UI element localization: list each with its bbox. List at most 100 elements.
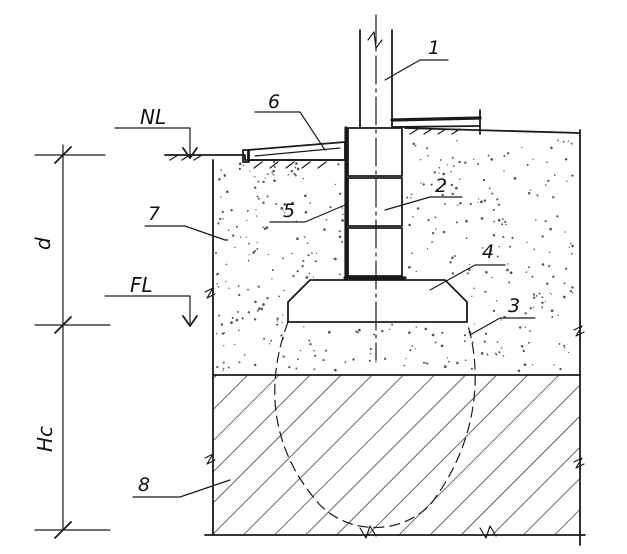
backfill-dot [391, 323, 394, 326]
backfill-dot [517, 369, 521, 373]
backfill-dot [533, 296, 536, 299]
backfill-dot [257, 285, 260, 288]
backfill-dot [223, 174, 226, 177]
backfill-dot [529, 189, 532, 192]
backfill-dot [483, 199, 487, 202]
backfill-dot [536, 194, 539, 197]
backfill-dot [541, 296, 544, 299]
backfill-dot [383, 357, 387, 360]
backfill-dot [431, 241, 433, 243]
backfill-dot [313, 349, 315, 352]
backfill-dot [566, 180, 568, 182]
backfill-dot [260, 307, 264, 311]
backfill-dot [242, 164, 245, 167]
backfill-dot [427, 219, 430, 222]
backfill-dot [220, 323, 224, 326]
callout-1-label: 1 [428, 37, 440, 59]
backfill-dot [280, 206, 284, 210]
backfill-dot [485, 270, 488, 274]
backfill-dot [559, 367, 562, 371]
backfill-dot [571, 244, 574, 248]
footing-pad [287, 279, 468, 323]
backfill-dot [236, 311, 239, 313]
nl-marker: NL [114, 105, 198, 159]
backfill-dot [218, 177, 221, 181]
backfill-dot [311, 252, 313, 254]
backfill-dot [264, 177, 266, 179]
backfill-dot [266, 195, 269, 198]
backfill-dot [471, 295, 473, 297]
backfill-dot [246, 209, 249, 212]
backfill-dot [281, 314, 284, 316]
backfill-dot [541, 235, 544, 238]
backfill-dot [484, 290, 487, 293]
backfill-dot [459, 202, 462, 205]
backfill-dot [486, 353, 489, 356]
backfill-dot [282, 355, 285, 358]
callout-3-label: 3 [508, 295, 520, 317]
backfill-dot [341, 207, 343, 209]
backfill-dot [556, 215, 559, 218]
backfill-dot [524, 312, 527, 315]
backfill-dot [301, 264, 304, 268]
callout-4-label: 4 [482, 241, 494, 263]
backfill-dot [464, 359, 467, 362]
backfill-dot [484, 332, 488, 335]
backfill-dot [506, 268, 509, 272]
backfill-dot [339, 273, 341, 276]
backfill-dot [568, 246, 570, 248]
backfill-dot [247, 288, 249, 291]
backfill-dot [314, 260, 317, 263]
backfill-dot [276, 317, 279, 320]
backfill-dot [225, 238, 228, 242]
floor-slab [390, 109, 482, 135]
backfill-dot [529, 330, 532, 332]
backfill-dot [414, 348, 416, 350]
backfill-dot [526, 163, 529, 166]
backfill-dot [338, 235, 342, 239]
backfill-dot [492, 309, 496, 313]
backfill-dot [267, 253, 270, 256]
backfill-dot [440, 344, 444, 348]
backfill-dot [419, 158, 422, 161]
backfill-dot [342, 213, 344, 216]
backfill-dot [532, 293, 536, 296]
backfill-dot [571, 286, 574, 289]
backfill-dot [241, 317, 244, 320]
callout-2-label: 2 [435, 175, 447, 197]
backfill-dot [473, 287, 475, 290]
backfill-dot [563, 346, 566, 349]
backfill-dot [254, 249, 257, 252]
backfill-dot [442, 230, 446, 234]
backfill-dot [238, 167, 242, 171]
backfill-dot [381, 329, 384, 333]
backfill-dot [570, 242, 572, 245]
backfill-dot [257, 180, 260, 183]
backfill-dot [457, 204, 459, 206]
backfill-dot [522, 349, 525, 353]
backfill-dot [368, 359, 371, 362]
backfill-dot [287, 173, 290, 176]
callout-7: 7 [144, 203, 226, 241]
backfill-dot [253, 318, 257, 321]
backfill-dot [243, 354, 246, 356]
backfill-dot [533, 248, 536, 250]
backfill-dot [262, 180, 265, 184]
backfill-dot [528, 266, 531, 269]
backfill-dot [493, 220, 496, 223]
backfill-dot [306, 242, 309, 244]
backfill-dot [410, 193, 413, 196]
backfill-dot [302, 260, 305, 263]
backfill-dot [448, 360, 450, 363]
backfill-dot [557, 314, 559, 317]
backfill-dot [219, 217, 222, 221]
backfill-dot [502, 236, 505, 239]
backfill-dot [446, 357, 449, 359]
backfill-dot [565, 267, 568, 270]
backfill-dot [564, 157, 568, 161]
backfill-dot [282, 257, 284, 260]
backfill-dot [435, 228, 437, 230]
backfill-dot [296, 167, 300, 171]
backfill-dot [281, 333, 283, 336]
backfill-dot [509, 245, 512, 248]
